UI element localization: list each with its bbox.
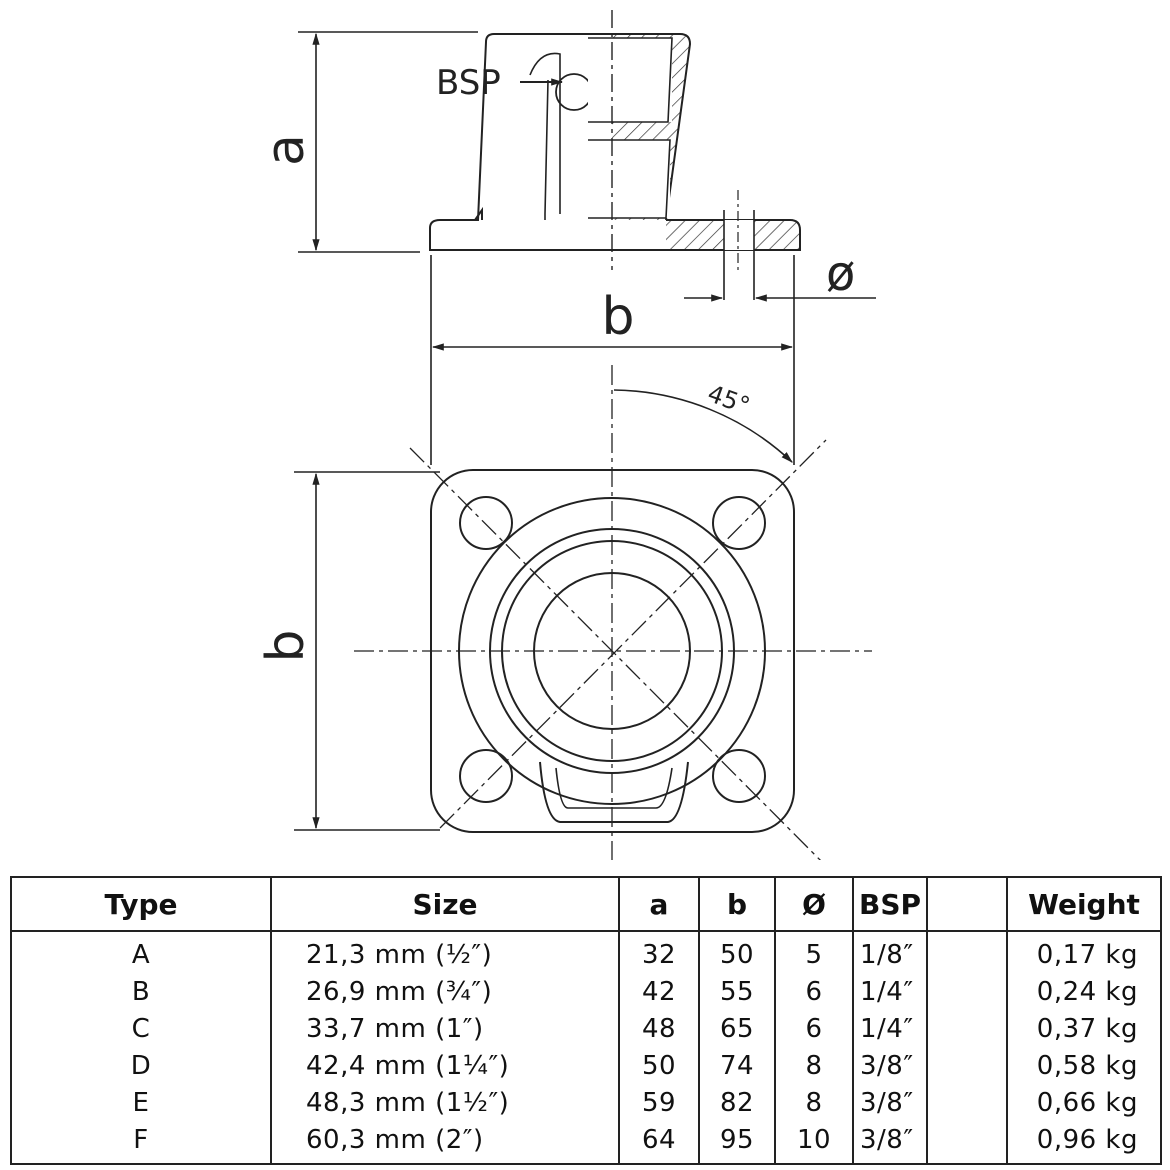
cell-size: 33,7 mm (1″) — [270, 1010, 620, 1048]
bsp-label: BSP — [436, 63, 501, 103]
cell-size: 60,3 mm (2″) — [270, 1121, 620, 1166]
cell-weight: 0,37 kg — [1006, 1010, 1162, 1048]
header-b: b — [698, 876, 776, 932]
cell-a: 59 — [618, 1084, 700, 1122]
header-weight: Weight — [1006, 876, 1162, 932]
bsp-port — [555, 73, 593, 111]
cell-b: 50 — [698, 931, 776, 974]
table-row: E 48,3 mm (1½″) 59 82 8 3/8″ 0,66 kg — [10, 1084, 1162, 1122]
angle-indicator — [613, 389, 793, 463]
header-a: a — [618, 876, 700, 932]
cell-diameter: 6 — [774, 973, 854, 1011]
dimension-b-horizontal — [430, 255, 795, 465]
cell-b: 82 — [698, 1084, 776, 1122]
cell-type: F — [10, 1121, 272, 1166]
cell-weight: 0,17 kg — [1006, 931, 1162, 974]
cell-bsp: 1/8″ — [852, 931, 928, 974]
cell-weight: 0,96 kg — [1006, 1121, 1162, 1166]
spec-table: Type Size a b Ø BSP Weight A 21,3 mm (½″… — [10, 876, 1162, 1166]
header-type: Type — [10, 876, 272, 932]
table-row: B 26,9 mm (¾″) 42 55 6 1/4″ 0,24 kg — [10, 973, 1162, 1011]
cell-a: 64 — [618, 1121, 700, 1166]
cell-a: 42 — [618, 973, 700, 1011]
cell-blank — [926, 1010, 1008, 1048]
cell-diameter: 10 — [774, 1121, 854, 1166]
cell-b: 95 — [698, 1121, 776, 1166]
bolt-hole-bottom-left — [459, 749, 513, 803]
cell-bsp: 3/8″ — [852, 1084, 928, 1122]
cell-size: 48,3 mm (1½″) — [270, 1084, 620, 1122]
cell-bsp: 3/8″ — [852, 1121, 928, 1166]
cell-bsp: 3/8″ — [852, 1047, 928, 1085]
cell-type: B — [10, 973, 272, 1011]
cell-weight: 0,24 kg — [1006, 973, 1162, 1011]
cell-type: A — [10, 931, 272, 974]
cell-bsp: 1/4″ — [852, 1010, 928, 1048]
cell-blank — [926, 1047, 1008, 1085]
cell-a: 32 — [618, 931, 700, 974]
cell-weight: 0,58 kg — [1006, 1047, 1162, 1085]
dimension-b-vertical — [294, 471, 440, 831]
cell-blank — [926, 1121, 1008, 1166]
cell-size: 42,4 mm (1¼″) — [270, 1047, 620, 1085]
angle-label: 45° — [704, 379, 754, 420]
cell-blank — [926, 1084, 1008, 1122]
table-header-row: Type Size a b Ø BSP Weight — [10, 876, 1162, 932]
bolt-hole-top-right — [712, 496, 766, 550]
dimension-b-side-label: b — [256, 629, 316, 662]
cell-size: 26,9 mm (¾″) — [270, 973, 620, 1011]
cell-type: C — [10, 1010, 272, 1048]
diameter-label: ø — [826, 246, 855, 302]
cell-bsp: 1/4″ — [852, 973, 928, 1011]
dimension-b-top-label: b — [601, 287, 634, 347]
cell-b: 65 — [698, 1010, 776, 1048]
cell-b: 55 — [698, 973, 776, 1011]
cell-b: 74 — [698, 1047, 776, 1085]
cell-diameter: 8 — [774, 1047, 854, 1085]
cell-diameter: 6 — [774, 1010, 854, 1048]
bolt-hole-top-left — [459, 496, 513, 550]
header-size: Size — [270, 876, 620, 932]
table-row: C 33,7 mm (1″) 48 65 6 1/4″ 0,37 kg — [10, 1010, 1162, 1048]
cell-size: 21,3 mm (½″) — [270, 931, 620, 974]
cell-type: E — [10, 1084, 272, 1122]
table-row: F 60,3 mm (2″) 64 95 10 3/8″ 0,96 kg — [10, 1121, 1162, 1166]
dimension-a-label: a — [256, 134, 316, 166]
side-view-body — [440, 33, 612, 221]
cell-a: 50 — [618, 1047, 700, 1085]
cell-diameter: 5 — [774, 931, 854, 974]
dimension-a — [298, 31, 478, 253]
cell-type: D — [10, 1047, 272, 1085]
table-row: D 42,4 mm (1¼″) 50 74 8 3/8″ 0,58 kg — [10, 1047, 1162, 1085]
header-diameter: Ø — [774, 876, 854, 932]
table-row: A 21,3 mm (½″) 32 50 5 1/8″ 0,17 kg — [10, 931, 1162, 974]
header-bsp: BSP — [852, 876, 928, 932]
side-view — [429, 10, 801, 300]
cell-weight: 0,66 kg — [1006, 1084, 1162, 1122]
cell-a: 48 — [618, 1010, 700, 1048]
header-blank — [926, 876, 1008, 932]
cell-blank — [926, 931, 1008, 974]
cell-blank — [926, 973, 1008, 1011]
top-view — [354, 365, 872, 860]
side-view-flange — [429, 206, 612, 251]
cell-diameter: 8 — [774, 1084, 854, 1122]
technical-drawing: BSP a ø b 45° — [256, 10, 876, 860]
bsp-boss — [539, 761, 689, 823]
bolt-hole-bottom-right — [712, 749, 766, 803]
